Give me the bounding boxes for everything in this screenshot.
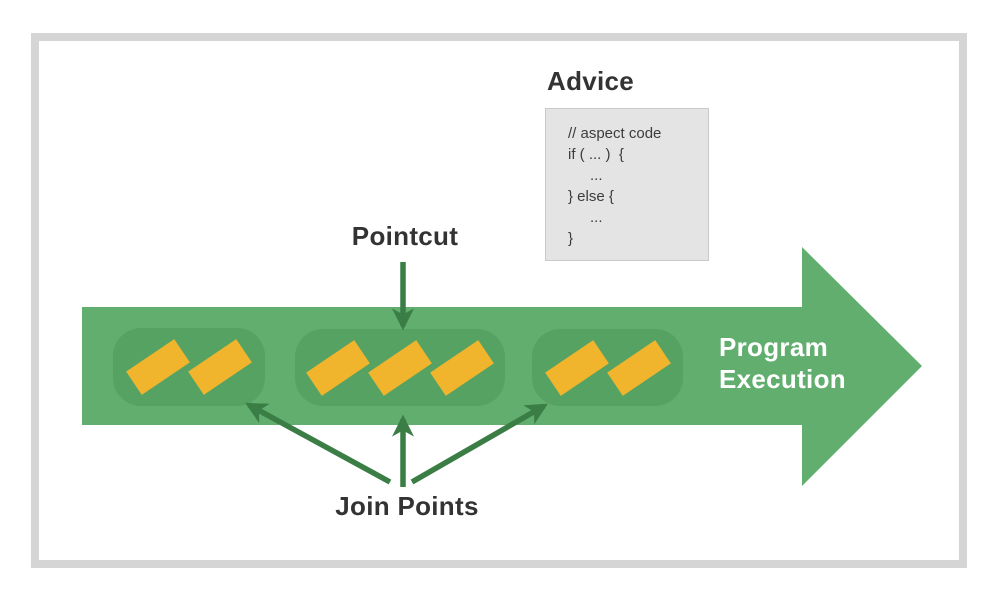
- code-line-else: } else {: [568, 188, 614, 205]
- join-point-arrows: [245, 402, 548, 487]
- pointcut-label: Pointcut: [351, 221, 459, 251]
- code-line-body1: ...: [590, 167, 603, 184]
- program-label-line2: Execution: [719, 364, 846, 394]
- advice-code-box: // aspect code if ( ... ) { ... } else {…: [545, 108, 709, 261]
- join-point-group-3: [532, 329, 683, 406]
- advice-label: Advice: [547, 66, 635, 96]
- join-point-arrow-left: [245, 402, 392, 485]
- join-point-arrow-right: [410, 403, 548, 485]
- join-points-label: Join Points: [335, 491, 479, 521]
- code-line-close: }: [568, 230, 574, 247]
- program-label-line1: Program: [719, 332, 829, 362]
- code-line-body2: ...: [590, 209, 603, 226]
- join-point-group-1: [113, 328, 265, 406]
- code-line-comment: // aspect code: [568, 125, 662, 142]
- program-execution-label: Program Execution: [719, 331, 846, 395]
- code-line-if: if ( ... ) {: [568, 146, 624, 163]
- join-point-group-2: [295, 329, 505, 406]
